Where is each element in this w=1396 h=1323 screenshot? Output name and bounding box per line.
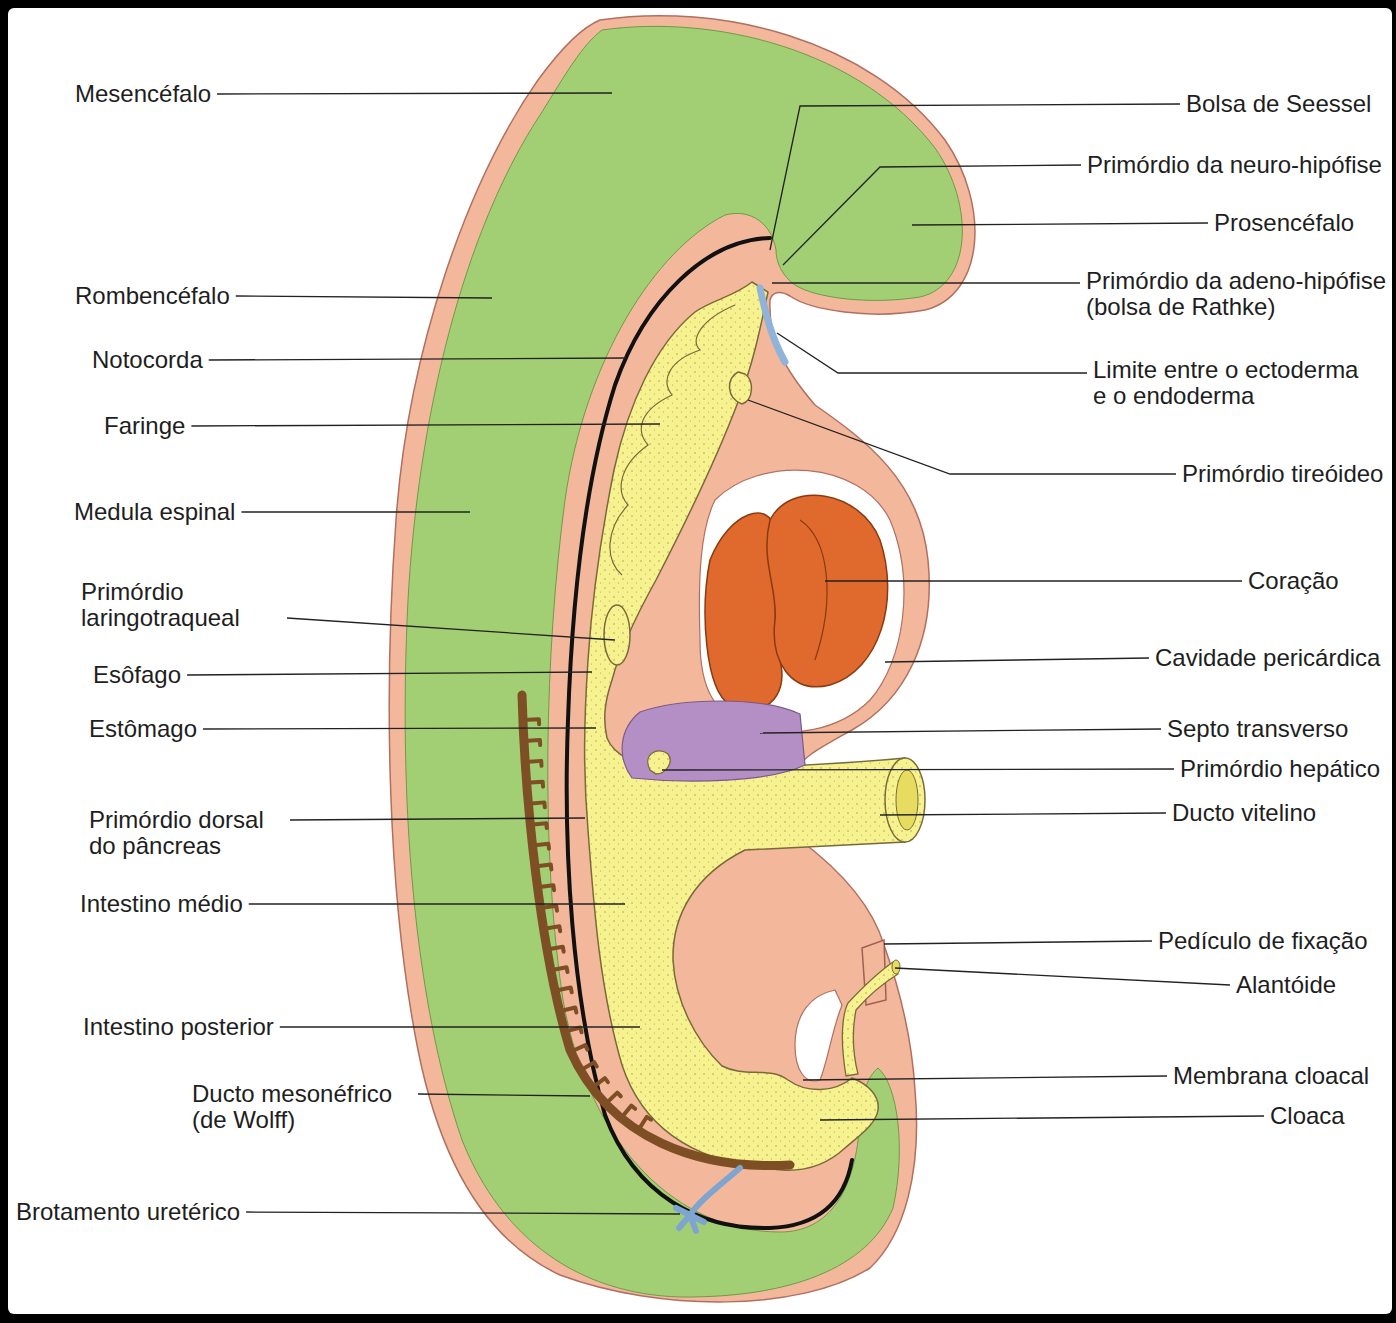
leader-line bbox=[820, 1116, 1264, 1120]
ectoderm-boundary bbox=[760, 288, 785, 362]
part-label: Primórdio laringotraqueal bbox=[81, 579, 281, 631]
leader-line bbox=[191, 424, 660, 426]
part-label: Primórdio da neuro-hipófise bbox=[1087, 152, 1382, 178]
leader-line bbox=[280, 1026, 640, 1027]
mesonephric-duct bbox=[522, 695, 790, 1166]
part-label: Brotamento uretérico bbox=[16, 1199, 240, 1225]
part-label: Primórdio tireóideo bbox=[1182, 461, 1383, 487]
ureteric-bud bbox=[676, 1168, 740, 1231]
pericardial-cavity bbox=[699, 470, 904, 732]
leader-line bbox=[662, 769, 1174, 770]
heart bbox=[767, 495, 888, 686]
leader-line bbox=[884, 941, 1152, 944]
vitelline-duct-lumen bbox=[896, 770, 918, 830]
panel bbox=[8, 8, 1392, 1314]
leader-line bbox=[885, 658, 1149, 662]
leader-line bbox=[748, 400, 1176, 474]
part-label: Ducto vitelino bbox=[1172, 800, 1316, 826]
leader-line bbox=[203, 728, 596, 729]
part-label: Septo transverso bbox=[1167, 716, 1348, 742]
part-label: Cavidade pericárdica bbox=[1155, 645, 1380, 671]
part-label: Alantóide bbox=[1236, 972, 1336, 998]
leader-line bbox=[912, 223, 1208, 225]
laryngotracheal-bud bbox=[604, 605, 630, 665]
leader-line bbox=[880, 813, 1166, 815]
leader-line bbox=[777, 333, 1087, 373]
part-label: Mesencéfalo bbox=[75, 81, 211, 107]
gut-tube bbox=[585, 282, 905, 1170]
part-label: Cloaca bbox=[1270, 1103, 1345, 1129]
part-label: Intestino médio bbox=[80, 891, 243, 917]
leader-line bbox=[217, 93, 612, 94]
part-label: Primórdio hepático bbox=[1180, 756, 1380, 782]
vitelline-duct-opening bbox=[885, 758, 925, 842]
part-label: Coração bbox=[1248, 568, 1339, 594]
part-label: Limite entre o ectoderma e o endoderma bbox=[1093, 357, 1368, 409]
leader-line bbox=[825, 580, 1242, 581]
leader-line bbox=[772, 282, 1080, 283]
leader-line bbox=[783, 165, 1081, 265]
part-label: Pedículo de fixação bbox=[1158, 928, 1367, 954]
part-label: Estômago bbox=[89, 716, 197, 742]
leader-line bbox=[418, 1094, 590, 1096]
allantois-end bbox=[892, 960, 900, 974]
leader-line bbox=[236, 296, 492, 298]
part-label: Rombencéfalo bbox=[75, 283, 230, 309]
allantois bbox=[842, 962, 898, 1076]
leader-line bbox=[241, 511, 470, 512]
part-label: Notocorda bbox=[92, 347, 203, 373]
leader-line bbox=[760, 729, 1161, 733]
part-label: Primórdio da adeno-hipófise (bolsa de Ra… bbox=[1086, 268, 1396, 320]
leader-line bbox=[290, 818, 585, 820]
leader-line bbox=[246, 1212, 680, 1214]
leader-line bbox=[287, 618, 615, 640]
part-label: Ducto mesonéfrico (de Wolff) bbox=[192, 1081, 412, 1133]
leader-line bbox=[803, 1076, 1167, 1080]
thyroid-bud bbox=[729, 372, 751, 404]
part-label: Prosencéfalo bbox=[1214, 210, 1354, 236]
part-label: Intestino posterior bbox=[83, 1014, 274, 1040]
leader-line bbox=[187, 672, 592, 675]
part-label: Faringe bbox=[104, 413, 185, 439]
pharyngeal-pouches bbox=[610, 305, 735, 575]
tail-gap bbox=[795, 990, 842, 1081]
leader-line bbox=[895, 968, 1230, 985]
leader-line bbox=[209, 358, 626, 360]
part-label: Bolsa de Seessel bbox=[1186, 91, 1371, 117]
body-outline bbox=[389, 16, 975, 1302]
part-label: Primórdio dorsal do pâncreas bbox=[89, 807, 284, 859]
leader-line bbox=[249, 903, 625, 904]
septum-transversum bbox=[622, 701, 805, 781]
heart-fold bbox=[800, 520, 827, 660]
part-label: Esôfago bbox=[93, 662, 181, 688]
neural-tube bbox=[405, 26, 962, 1297]
part-label: Medula espinal bbox=[74, 499, 235, 525]
part-label: Membrana cloacal bbox=[1173, 1063, 1369, 1089]
